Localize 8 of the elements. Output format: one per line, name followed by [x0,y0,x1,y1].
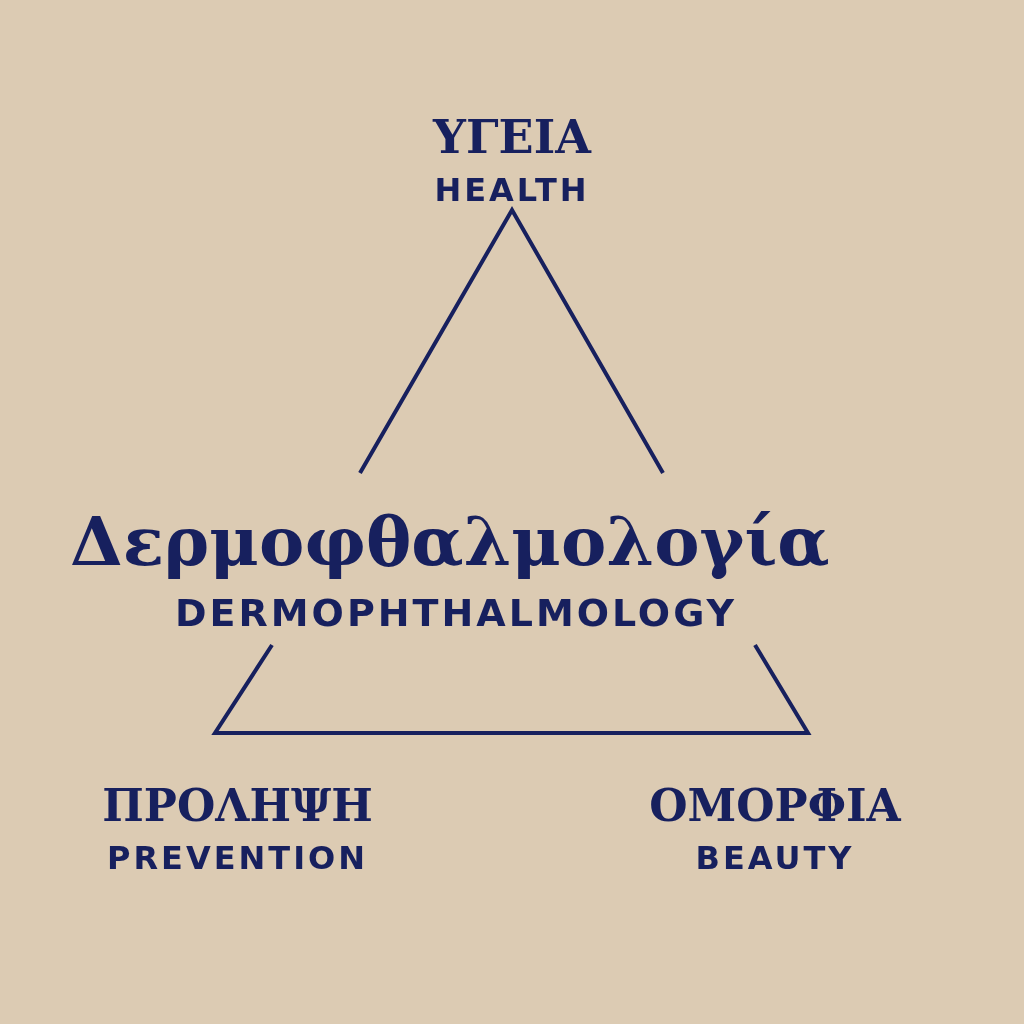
greek-term: Δερμοφθαλμολογία [70,504,830,580]
english-term: DERMOPHTHALMOLOGY [175,593,738,635]
english-term: BEAUTY [695,840,855,876]
greek-term: ΥΓΕΙΑ [433,112,591,163]
english-term: PREVENTION [106,840,369,876]
greek-term: ΟΜΟΡΦΙΑ [649,782,901,831]
greek-term: ΠΡΟΛΗΨΗ [102,782,373,831]
english-term: HEALTH [434,172,590,208]
